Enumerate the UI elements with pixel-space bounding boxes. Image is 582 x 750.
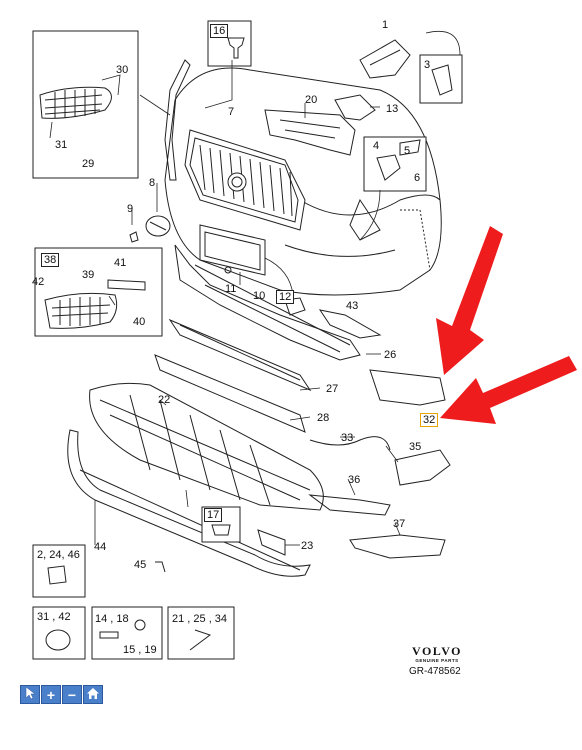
detail-box-caption-31-42: 31 , 42	[37, 611, 71, 623]
callout-26[interactable]: 26	[384, 349, 397, 361]
bumper-cover-outline	[164, 67, 442, 296]
callout-44[interactable]: 44	[94, 541, 107, 553]
detail-box-caption-15-19: 15 , 19	[123, 644, 157, 656]
callout-32[interactable]: 32	[420, 413, 439, 427]
part-43-drawing	[318, 309, 382, 339]
callout-20[interactable]: 20	[305, 94, 318, 106]
callout-11[interactable]: 11	[225, 283, 237, 295]
bracket-20-drawing	[264, 109, 356, 156]
callout-1[interactable]: 1	[382, 19, 389, 31]
callout-38[interactable]: 38	[41, 253, 60, 267]
callout-33[interactable]: 33	[341, 432, 354, 444]
part-11-drawing	[224, 266, 232, 274]
callout-37[interactable]: 37	[393, 518, 406, 530]
callout-35[interactable]: 35	[409, 441, 422, 453]
red-arrow-upper	[436, 226, 503, 375]
detail-box-caption-21-25-34: 21 , 25 , 34	[172, 613, 228, 625]
callout-29[interactable]: 29	[82, 158, 95, 170]
callout-45[interactable]: 45	[134, 559, 147, 571]
undertray-22-drawing	[89, 382, 324, 511]
callout-36[interactable]: 36	[348, 474, 361, 486]
callout-9[interactable]: 9	[127, 203, 134, 215]
callout-22[interactable]: 22	[158, 394, 171, 406]
detail-box-caption-2-24-46: 2, 24, 46	[37, 549, 80, 561]
callout-13[interactable]: 13	[386, 103, 399, 115]
callout-40[interactable]: 40	[133, 316, 146, 328]
box-2-24-46	[32, 544, 86, 598]
diagram-reference: GR-478562	[409, 666, 461, 677]
part-32-drawing	[369, 369, 446, 406]
number-plate-holder-drawing	[199, 224, 266, 276]
box-21-25-34	[167, 606, 235, 660]
callout-12[interactable]: 12	[276, 290, 295, 304]
part-23-drawing	[257, 529, 286, 556]
callout-5[interactable]: 5	[404, 145, 411, 157]
zoom-toolbar: + −	[20, 685, 103, 704]
part-12-drawing	[284, 297, 306, 316]
part-13-drawing	[334, 94, 376, 121]
callout-27[interactable]: 27	[326, 383, 339, 395]
harness-33-drawing	[309, 436, 391, 451]
callout-23[interactable]: 23	[301, 540, 314, 552]
plus-icon[interactable]: +	[41, 685, 61, 704]
side-strip-left	[164, 59, 191, 181]
brand-subtitle: GENUINE PARTS	[415, 658, 459, 663]
callout-10[interactable]: 10	[253, 290, 266, 302]
callout-8[interactable]: 8	[149, 177, 156, 189]
callout-7[interactable]: 7	[228, 106, 235, 118]
callout-17[interactable]: 17	[204, 508, 223, 522]
part-4-6-box	[363, 136, 427, 192]
detail-box-caption-14-18: 14 , 18	[95, 613, 129, 625]
part-28-drawing	[154, 354, 306, 433]
box-14-18-15-19	[91, 606, 163, 660]
callout-39[interactable]: 39	[82, 269, 95, 281]
callout-28[interactable]: 28	[317, 412, 330, 424]
emblem-drawing	[145, 215, 171, 237]
part-37-drawing	[349, 534, 446, 559]
minus-icon[interactable]: −	[62, 685, 82, 704]
crash-beam-26-drawing	[174, 244, 361, 361]
callout-4[interactable]: 4	[373, 140, 380, 152]
part-27-drawing	[168, 318, 312, 392]
callout-31[interactable]: 31	[55, 139, 68, 151]
skid-plate-44-drawing	[67, 429, 311, 577]
part-36-drawing	[308, 494, 391, 516]
callout-30[interactable]: 30	[116, 64, 129, 76]
part-1-drawing	[359, 39, 411, 79]
brand-name: VOLVO	[412, 644, 462, 658]
home-icon[interactable]	[83, 685, 103, 704]
volvo-logo: VOLVO GENUINE PARTS	[409, 644, 465, 663]
part-35-drawing	[394, 449, 451, 486]
grille-drawing	[184, 129, 306, 231]
callout-6[interactable]: 6	[414, 172, 421, 184]
callout-43[interactable]: 43	[346, 300, 359, 312]
callout-41[interactable]: 41	[114, 257, 127, 269]
red-arrow-lower	[440, 356, 577, 424]
highlight-arrows	[436, 226, 577, 424]
part-45-drawing	[155, 561, 166, 573]
callout-3[interactable]: 3	[424, 59, 431, 71]
pointer-icon[interactable]	[20, 685, 40, 704]
callout-42[interactable]: 42	[32, 276, 45, 288]
part-9-drawing	[129, 231, 139, 243]
callout-16[interactable]: 16	[210, 24, 229, 38]
